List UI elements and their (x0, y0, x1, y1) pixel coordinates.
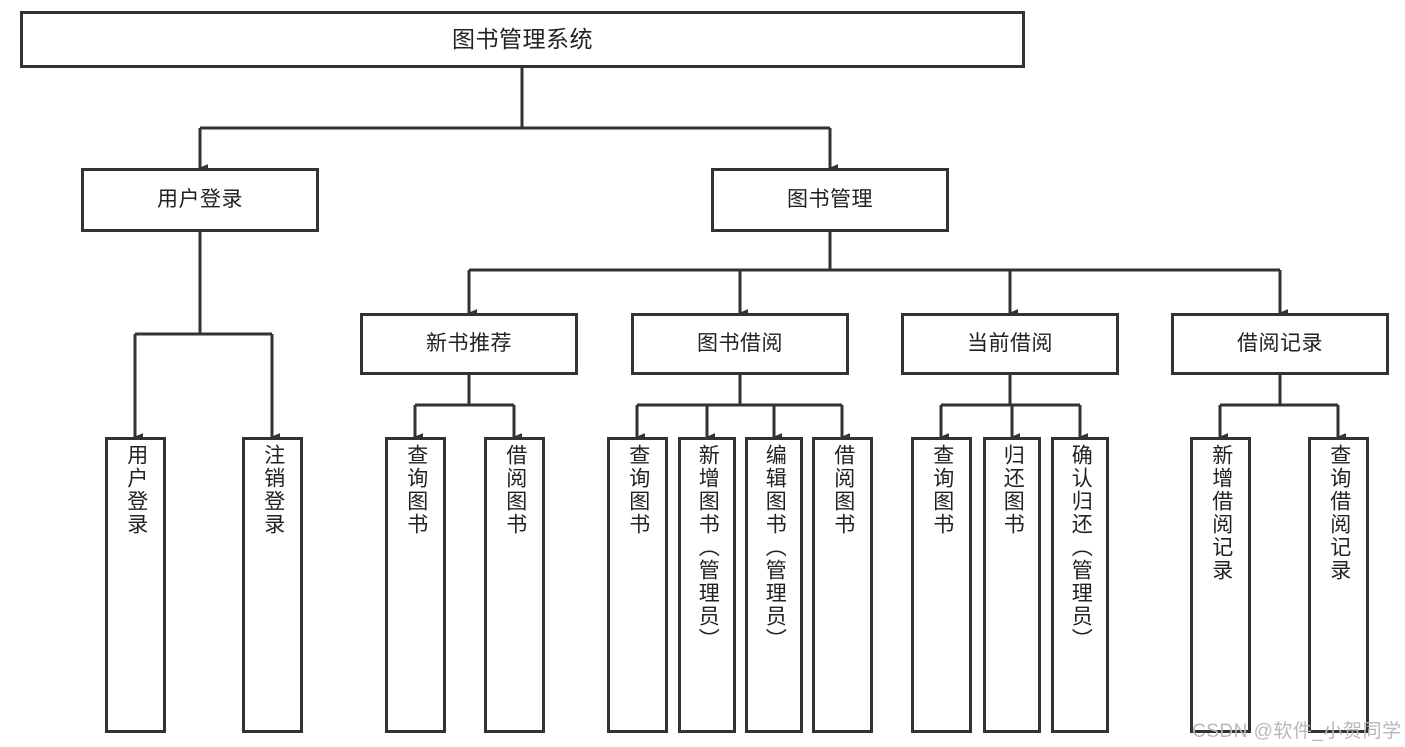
leaf-node-label: 归还图书 (1001, 444, 1025, 536)
leaf-node-label: 查询图书 (626, 444, 650, 536)
leaf-node[interactable]: 归还图书 (983, 437, 1041, 733)
leaf-node-label: 查询图书 (404, 444, 428, 536)
node-borrow-records[interactable]: 借阅记录 (1171, 313, 1389, 375)
leaf-node[interactable]: 借阅图书 (484, 437, 545, 733)
leaf-node-label: 借阅图书 (503, 444, 527, 536)
leaf-node-label: 编辑图书（管理员） (763, 444, 787, 651)
leaf-node-label: 查询图书 (930, 444, 954, 536)
node-root-label: 图书管理系统 (452, 25, 593, 52)
leaf-node[interactable]: 编辑图书（管理员） (745, 437, 803, 733)
leaf-node-label: 查询借阅记录 (1327, 444, 1351, 582)
node-book-borrow-label: 图书借阅 (697, 331, 783, 355)
leaf-node[interactable]: 注销登录 (242, 437, 303, 733)
leaf-node[interactable]: 新增借阅记录 (1190, 437, 1251, 733)
leaf-node[interactable]: 确认归还（管理员） (1051, 437, 1109, 733)
node-new-book-recommend-label: 新书推荐 (426, 331, 512, 355)
leaf-node[interactable]: 新增图书（管理员） (678, 437, 736, 733)
leaf-node[interactable]: 用户登录 (105, 437, 166, 733)
leaf-node-label: 注销登录 (261, 444, 285, 536)
node-borrow-records-label: 借阅记录 (1237, 331, 1323, 355)
leaf-node-label: 确认归还（管理员） (1069, 444, 1093, 651)
leaf-node[interactable]: 查询图书 (385, 437, 446, 733)
node-new-book-recommend[interactable]: 新书推荐 (360, 313, 578, 375)
csdn-watermark: CSDN @软件_小贺同学 (1192, 721, 1402, 742)
leaf-node-label: 借阅图书 (831, 444, 855, 536)
node-user-login-label: 用户登录 (157, 187, 243, 211)
leaf-node[interactable]: 查询借阅记录 (1308, 437, 1369, 733)
leaf-node-label: 新增借阅记录 (1209, 444, 1233, 582)
leaf-node[interactable]: 查询图书 (607, 437, 668, 733)
node-book-management[interactable]: 图书管理 (711, 168, 949, 232)
node-current-borrow-label: 当前借阅 (967, 331, 1053, 355)
node-book-management-label: 图书管理 (787, 187, 873, 211)
leaf-node-label: 用户登录 (124, 444, 148, 536)
leaf-node[interactable]: 借阅图书 (812, 437, 873, 733)
leaf-node[interactable]: 查询图书 (911, 437, 972, 733)
node-current-borrow[interactable]: 当前借阅 (901, 313, 1119, 375)
node-book-borrow[interactable]: 图书借阅 (631, 313, 849, 375)
node-user-login[interactable]: 用户登录 (81, 168, 319, 232)
leaf-node-label: 新增图书（管理员） (696, 444, 720, 651)
node-root[interactable]: 图书管理系统 (20, 11, 1025, 68)
